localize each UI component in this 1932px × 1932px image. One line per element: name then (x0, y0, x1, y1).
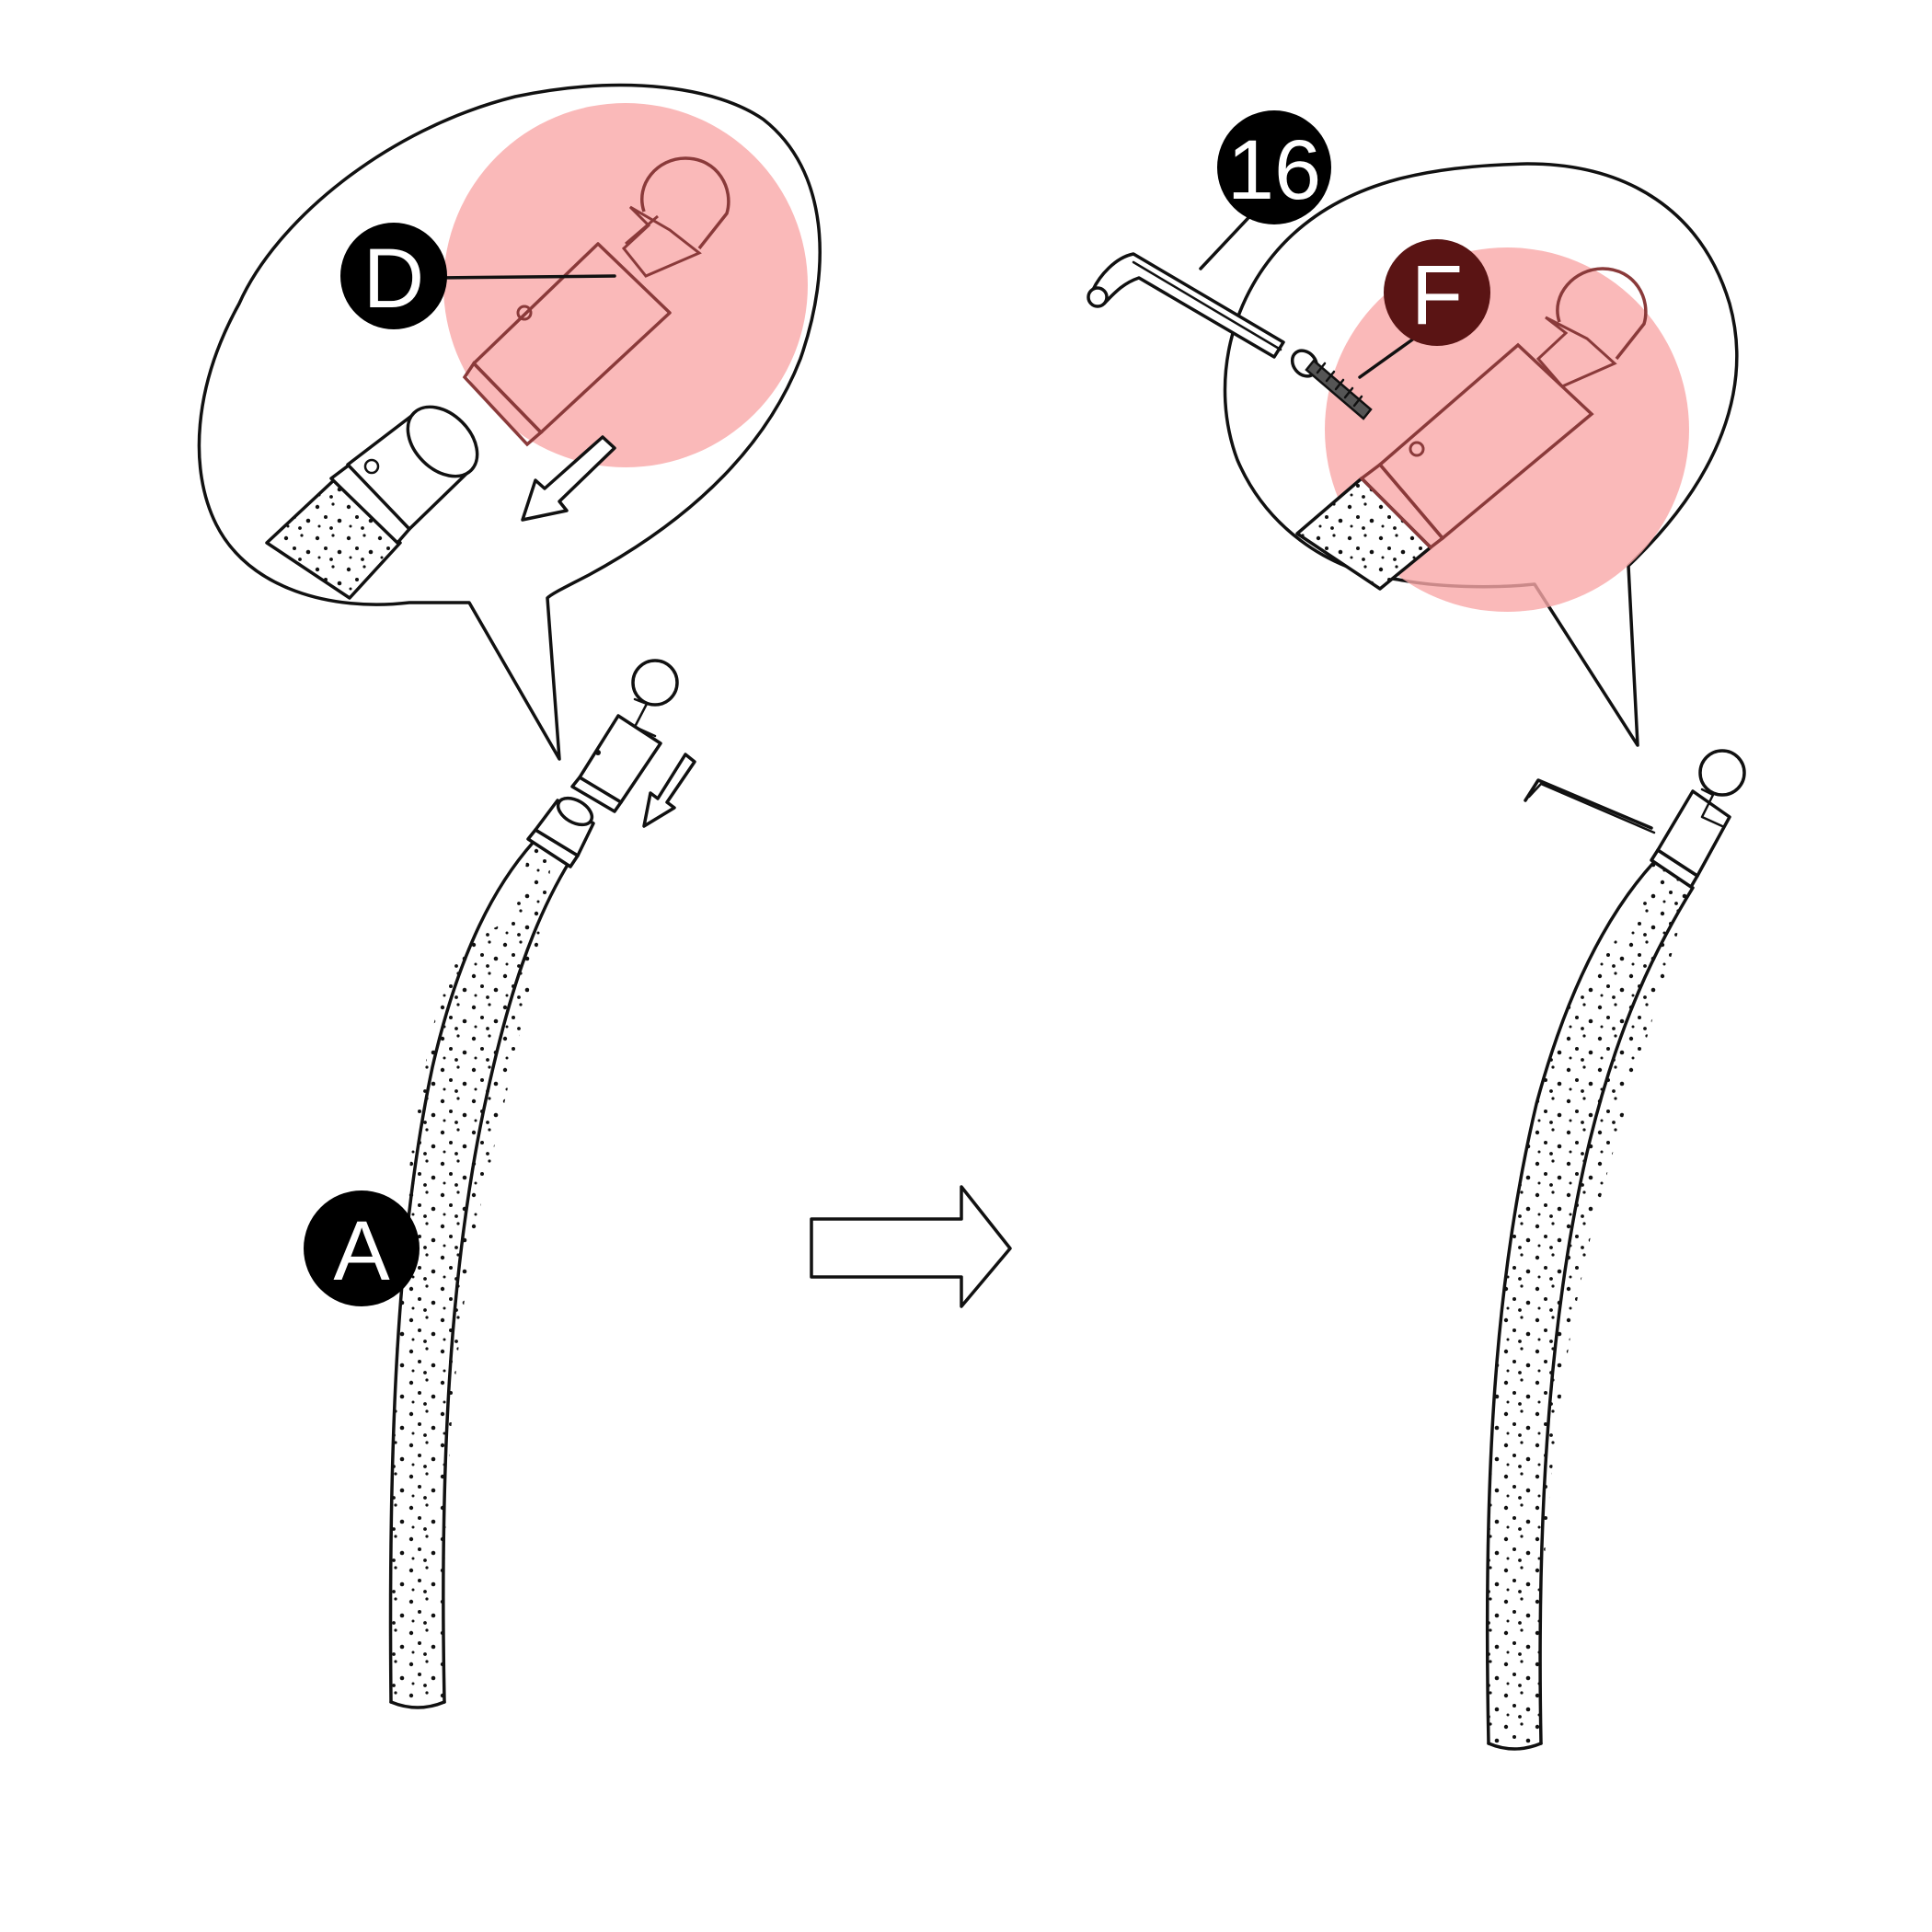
label-d: D (340, 223, 447, 329)
down-left-arrow-icon (642, 753, 696, 828)
step-after-panel: F 16 (1087, 110, 1746, 1751)
connector-d-small (570, 659, 679, 813)
step-before-panel: D A (197, 83, 822, 1709)
label-d-text: D (363, 232, 424, 326)
tube-a-assembled (1488, 863, 1690, 1743)
label-16: 16 (1217, 110, 1331, 224)
label-f-text: F (1411, 248, 1463, 342)
highlight-connector-d (443, 103, 808, 467)
label-a-text: A (333, 1204, 390, 1298)
label-16-text: 16 (1227, 123, 1321, 217)
hex-wrench-16-small (1524, 778, 1656, 834)
tube-a (391, 837, 552, 1702)
right-arrow-icon (810, 1185, 1012, 1308)
leader-line-d (435, 274, 616, 280)
screw-f (1290, 349, 1373, 420)
label-f: F (1384, 239, 1490, 346)
detail-connector-d (462, 156, 730, 447)
detail-tube-end (265, 405, 479, 600)
hex-wrench-16 (1087, 252, 1285, 359)
detail-assembled-joint (1295, 267, 1648, 591)
label-a: A (304, 1190, 420, 1306)
down-left-arrow-icon (521, 435, 616, 522)
